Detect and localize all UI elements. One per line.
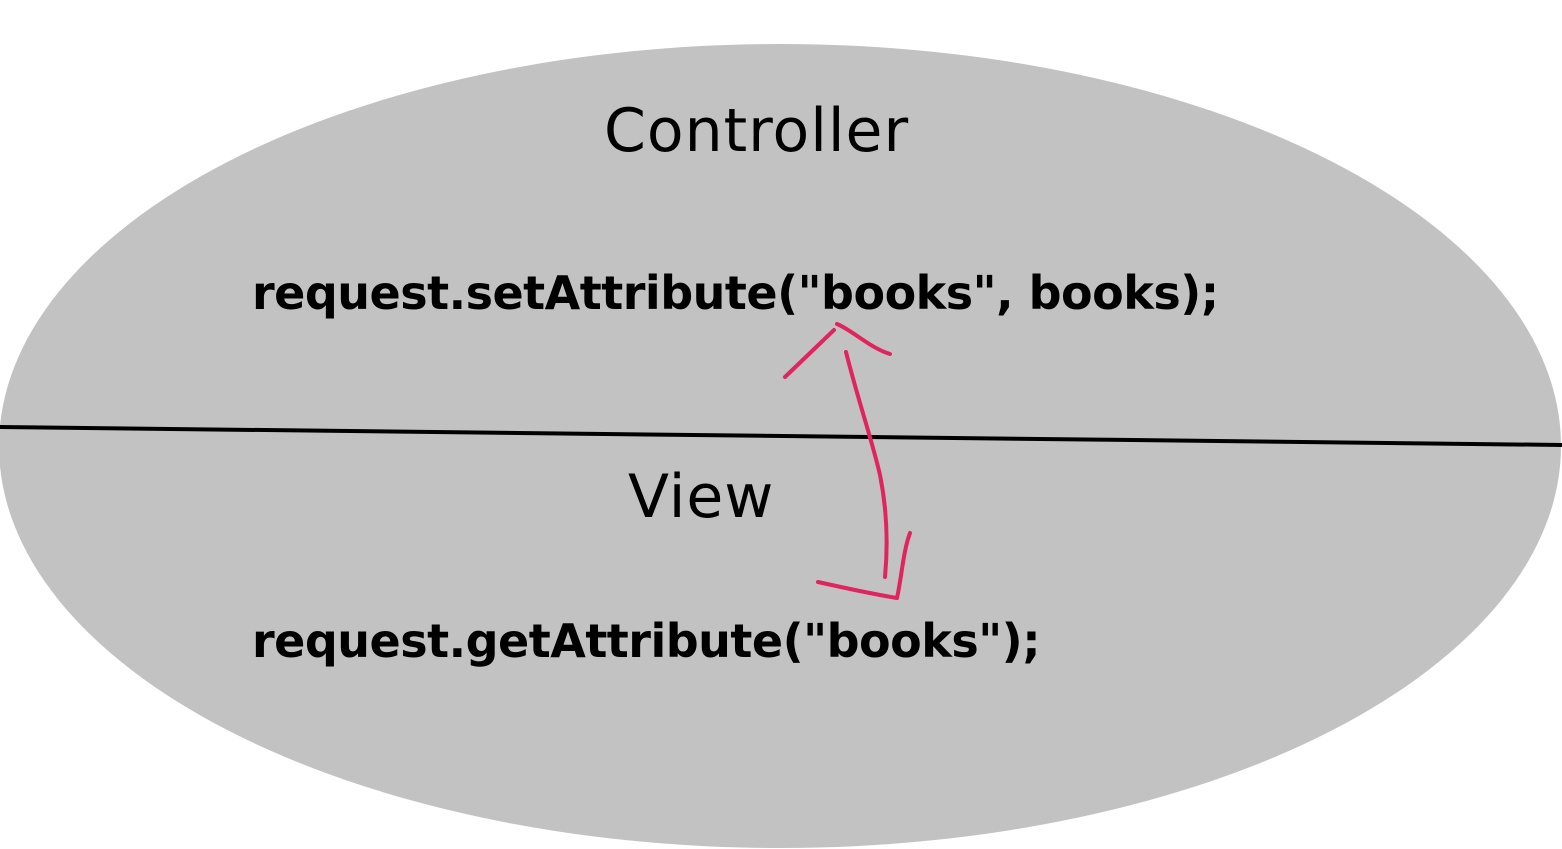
view-title: View — [628, 462, 775, 532]
arrow-tail-hook — [816, 531, 912, 600]
controller-title: Controller — [604, 96, 910, 166]
arrow-shaft — [844, 350, 889, 579]
set-attribute-code: request.setAttribute("books", books); — [252, 266, 1219, 320]
handoff-arrow — [783, 322, 912, 600]
get-attribute-code: request.getAttribute("books"); — [252, 614, 1041, 668]
scope-ellipse — [0, 44, 1561, 848]
arrow-head-top — [783, 322, 892, 379]
divider-line — [0, 425, 1562, 447]
